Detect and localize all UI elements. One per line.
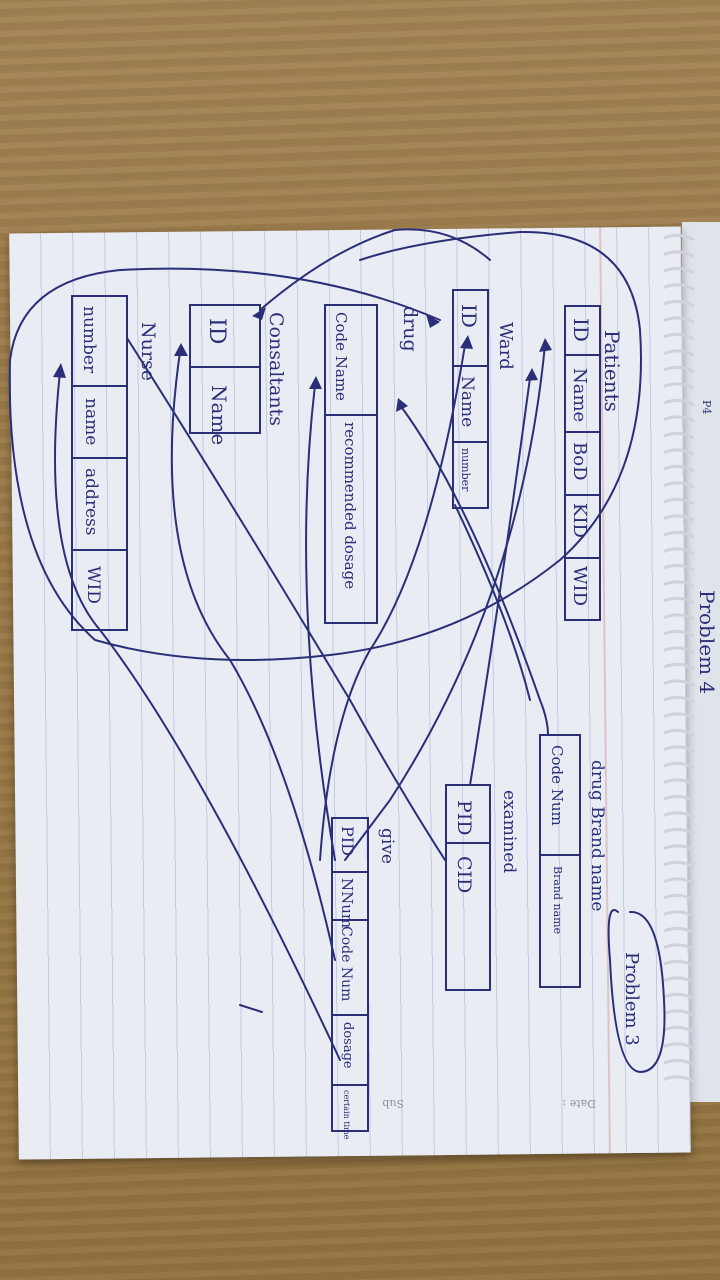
spiral-coil bbox=[663, 811, 695, 819]
drug-brand-name-title: drug Brand name bbox=[587, 760, 607, 912]
consultants-table-box bbox=[189, 304, 261, 434]
ward-field-name: Name bbox=[457, 376, 477, 427]
patients-field-wid: WID bbox=[569, 566, 590, 606]
spiral-coil bbox=[663, 266, 695, 275]
spiral-coil bbox=[663, 761, 695, 770]
spiral-coil bbox=[663, 415, 695, 423]
corner-mark: P4 bbox=[700, 400, 713, 414]
spiral-coil bbox=[663, 827, 695, 836]
spiral-coil bbox=[663, 580, 695, 588]
patients-field-id: ID bbox=[569, 318, 593, 342]
patients-field-name: Name bbox=[569, 368, 590, 422]
spiral-coil bbox=[663, 745, 695, 753]
spiral-coil bbox=[663, 926, 695, 935]
spiral-coil bbox=[663, 563, 695, 572]
nurse-field-name: name bbox=[81, 398, 101, 445]
spiral-coil bbox=[663, 250, 695, 258]
spiral-coil bbox=[663, 365, 695, 374]
spiral-coil bbox=[663, 596, 695, 605]
spiral-coil bbox=[663, 679, 695, 687]
examined-table-box bbox=[445, 784, 491, 991]
spiral-coil bbox=[663, 695, 695, 704]
give-field-code-num: Code Num bbox=[338, 926, 354, 1001]
spiral-coil bbox=[663, 332, 695, 341]
spiral-coil bbox=[663, 910, 695, 918]
spiral-coil bbox=[663, 316, 695, 324]
drug-title: drug bbox=[399, 306, 421, 352]
spiral-coil bbox=[663, 844, 695, 852]
spiral-coil bbox=[663, 1058, 695, 1067]
give-field-nnum: NNum bbox=[338, 878, 356, 928]
spiral-coil bbox=[663, 613, 695, 621]
spiral-coil bbox=[663, 349, 695, 357]
drug-brand-field-code-num: Code Num bbox=[548, 745, 566, 826]
spiral-coil bbox=[663, 992, 695, 1001]
spiral-coil bbox=[663, 299, 695, 308]
patients-table-box bbox=[564, 305, 601, 621]
nurse-title: Nurse bbox=[137, 322, 159, 381]
give-field-certain-time: certain time bbox=[342, 1090, 351, 1140]
spiral-coil bbox=[663, 382, 695, 390]
spiral-coil bbox=[663, 662, 695, 671]
drug-table-box bbox=[324, 304, 378, 624]
spiral-coil bbox=[663, 547, 695, 555]
spiral-coil bbox=[663, 1009, 695, 1017]
drug-brand-name-table-box bbox=[539, 734, 581, 988]
spiral-coil bbox=[663, 976, 695, 984]
give-title: give bbox=[377, 828, 397, 864]
ward-table-box bbox=[452, 289, 489, 509]
subject-label: Sub bbox=[382, 1097, 404, 1110]
give-field-pid: PID bbox=[338, 826, 357, 856]
patients-field-kid: KID bbox=[569, 503, 590, 538]
drug-field-code-name: Code Name bbox=[332, 312, 350, 401]
examined-field-cid: CID bbox=[453, 856, 475, 893]
patients-title: Patients bbox=[600, 330, 624, 412]
spiral-coil bbox=[663, 943, 695, 951]
spiral-coil bbox=[663, 778, 695, 786]
examined-field-pid: PID bbox=[453, 800, 475, 836]
problem-4-label: Problem 4 bbox=[695, 590, 719, 694]
consultants-title: Consaltants bbox=[265, 312, 287, 426]
spiral-coil bbox=[663, 959, 695, 968]
patients-field-bod: BoD bbox=[569, 442, 590, 481]
spiral-coil bbox=[663, 398, 695, 407]
spiral-coil bbox=[663, 481, 695, 489]
spiral-coil bbox=[663, 464, 695, 473]
give-table-box bbox=[331, 817, 369, 1132]
spiral-coil bbox=[663, 860, 695, 869]
consultants-field-id: ID bbox=[204, 318, 229, 344]
spiral-coil bbox=[663, 431, 695, 440]
nurse-field-number: number bbox=[79, 306, 99, 374]
spiral-coil bbox=[663, 530, 695, 539]
give-field-dosage: dosage bbox=[340, 1022, 355, 1069]
drug-brand-field-brand-name: Brand name bbox=[551, 866, 564, 934]
spiral-coil bbox=[663, 1025, 695, 1034]
spiral-coil bbox=[663, 646, 695, 654]
spiral-coil bbox=[663, 283, 695, 291]
ward-field-number: number bbox=[459, 448, 472, 492]
spiral-coil bbox=[663, 1042, 695, 1050]
consultants-field-name: Name bbox=[207, 385, 231, 445]
spiral-coil bbox=[663, 794, 695, 803]
spiral-coil bbox=[663, 712, 695, 720]
spiral-coil bbox=[663, 893, 695, 902]
spiral-coil bbox=[663, 448, 695, 456]
date-label: Date : bbox=[562, 1097, 596, 1110]
spiral-coil bbox=[663, 514, 695, 522]
nurse-field-address: address bbox=[81, 468, 101, 536]
spiral-coil bbox=[663, 877, 695, 885]
drug-field-recommended-dosage: recommended dosage bbox=[341, 422, 359, 589]
nurse-field-wid: WID bbox=[83, 566, 103, 604]
spiral-coil bbox=[663, 233, 695, 242]
spiral-coil bbox=[663, 497, 695, 506]
ward-field-id: ID bbox=[457, 304, 481, 328]
problem-3-label: Problem 3 bbox=[621, 952, 642, 1046]
spiral-coil bbox=[663, 728, 695, 737]
spiral-binding bbox=[663, 233, 695, 1083]
spiral-coil bbox=[663, 629, 695, 638]
ward-title: Ward bbox=[495, 322, 516, 370]
examined-title: examined bbox=[499, 790, 519, 873]
spiral-coil bbox=[663, 1075, 695, 1083]
